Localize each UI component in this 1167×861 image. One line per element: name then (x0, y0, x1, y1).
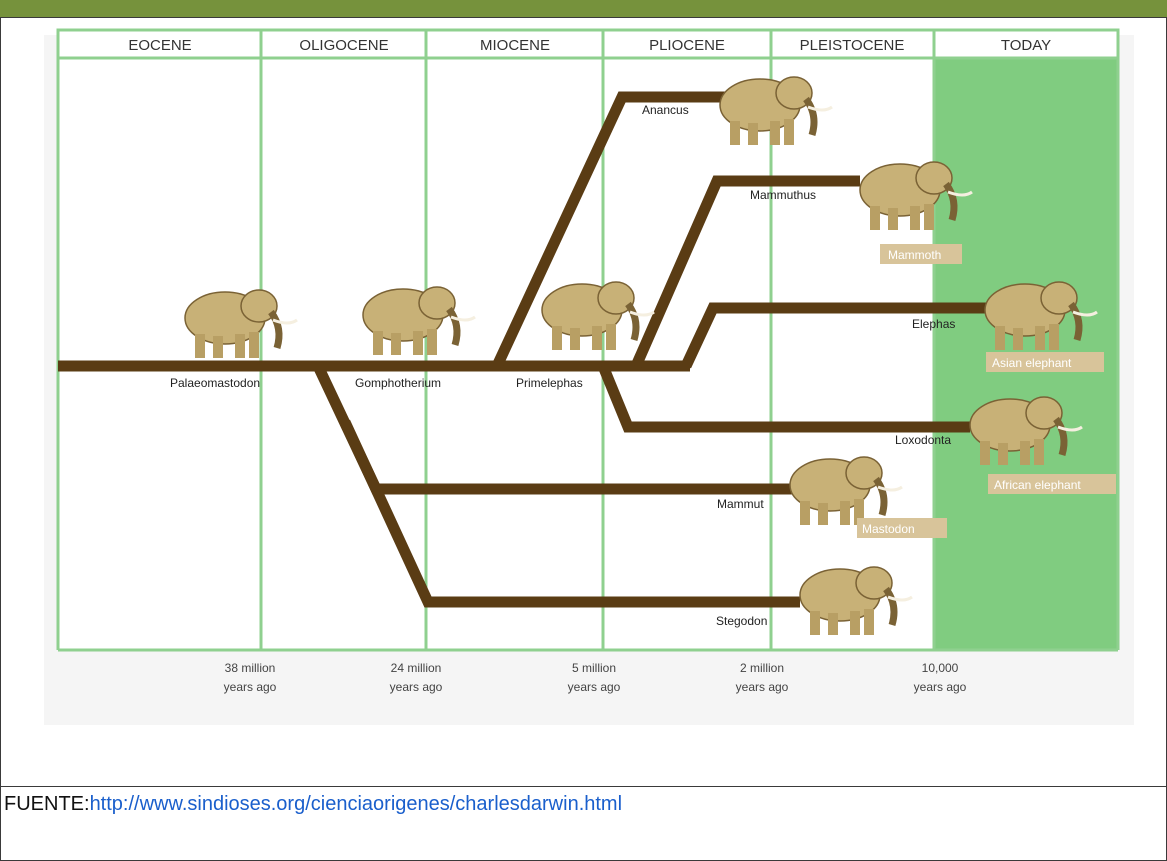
elephas-label: Elephas (912, 317, 955, 331)
epoch-header-row (56, 28, 1120, 60)
time-label: years ago (390, 680, 443, 694)
asian-elephant-label-box (986, 352, 1104, 372)
anancus-branch (492, 91, 740, 369)
epoch-label: OLIGOCENE (299, 37, 388, 54)
loxodonta-branch (597, 363, 970, 433)
source-prefix: FUENTE: (4, 793, 90, 815)
time-label: 5 million (572, 661, 616, 675)
mammuthus-label: Mammuthus (750, 188, 816, 202)
source-line: FUENTE:http://www.sindioses.org/cienciao… (4, 793, 622, 816)
epoch-label: MIOCENE (480, 37, 550, 54)
african-elephant-label-box (988, 474, 1116, 494)
epoch-label: PLIOCENE (649, 37, 725, 54)
mammoth-name: Mammoth (888, 248, 941, 262)
elephant-evolution-diagram: EOCENE OLIGOCENE MIOCENE PLIOCENE PLEIST… (56, 28, 1120, 694)
time-label: 38 million (225, 661, 276, 675)
time-label: years ago (914, 680, 967, 694)
phylogeny-branches (58, 91, 1000, 608)
source-link[interactable]: http://www.sindioses.org/cienciaorigenes… (89, 793, 623, 815)
mastodon-label-box (857, 518, 947, 538)
palaeomastodon-label: Palaeomastodon (170, 376, 260, 390)
time-label: years ago (568, 680, 621, 694)
mammut-label: Mammut (717, 497, 764, 511)
mammuthus-branch (630, 175, 860, 369)
stegodon-label: Stegodon (716, 614, 767, 628)
time-label: 24 million (391, 661, 442, 675)
time-label: 2 million (740, 661, 784, 675)
time-label: years ago (736, 680, 789, 694)
primelephas-label: Primelephas (516, 376, 583, 390)
epoch-grid (56, 30, 1120, 652)
epoch-label: EOCENE (128, 37, 191, 54)
gomphotherium-label: Gomphotherium (355, 376, 441, 390)
mammoth-label-box (880, 244, 962, 264)
epoch-label: PLEISTOCENE (800, 37, 905, 54)
epoch-label: TODAY (1001, 37, 1051, 54)
loxodonta-label: Loxodonta (895, 433, 951, 447)
anancus-label: Anancus (642, 103, 689, 117)
african-elephant-name: African elephant (994, 478, 1081, 492)
asian-elephant-name: Asian elephant (992, 356, 1072, 370)
header-bar (0, 0, 1167, 18)
stegodon-branch (340, 419, 800, 608)
elephas-branch (681, 302, 1000, 369)
time-label: years ago (224, 680, 277, 694)
mastodon-name: Mastodon (862, 522, 915, 536)
time-label: 10,000 (922, 661, 959, 675)
